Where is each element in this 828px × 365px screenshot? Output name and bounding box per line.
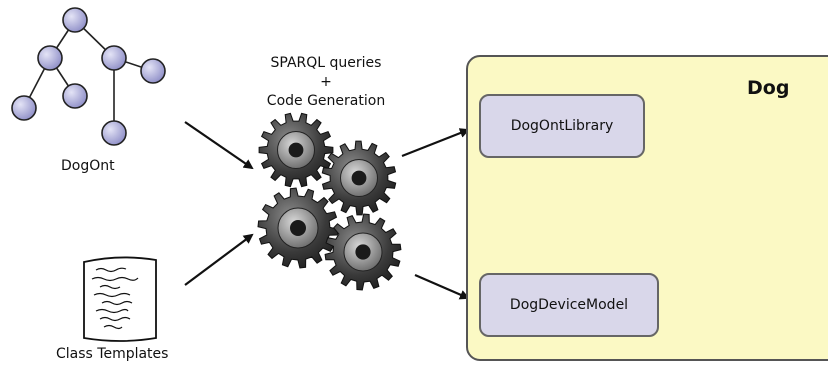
process-label-line1: SPARQL queries bbox=[270, 55, 382, 71]
dogont-tree-icon bbox=[11, 7, 166, 146]
gear-hole-1 bbox=[288, 142, 304, 158]
gear-hole-3 bbox=[290, 220, 306, 236]
module-dogdevicemodel: DogDeviceModel bbox=[479, 273, 659, 337]
gear-hole-4 bbox=[355, 244, 371, 260]
class-templates-label: Class Templates bbox=[56, 346, 169, 362]
document-icon bbox=[83, 256, 157, 342]
dog-title: Dog bbox=[747, 77, 790, 99]
gears-icon bbox=[257, 112, 402, 291]
arrow-dogont-to-gears bbox=[184, 121, 254, 170]
process-label: SPARQL queries + Code Generation bbox=[250, 54, 402, 111]
arrow-gears-to-devicemodel bbox=[414, 273, 470, 300]
gear-hole-2 bbox=[351, 170, 367, 186]
arrow-gears-to-library bbox=[401, 128, 470, 158]
module-dogontlibrary: DogOntLibrary bbox=[479, 94, 645, 158]
dogont-label: DogOnt bbox=[61, 158, 115, 174]
process-label-line3: Code Generation bbox=[266, 93, 386, 109]
process-label-line2: + bbox=[320, 74, 332, 90]
arrow-templates-to-gears bbox=[184, 233, 254, 286]
